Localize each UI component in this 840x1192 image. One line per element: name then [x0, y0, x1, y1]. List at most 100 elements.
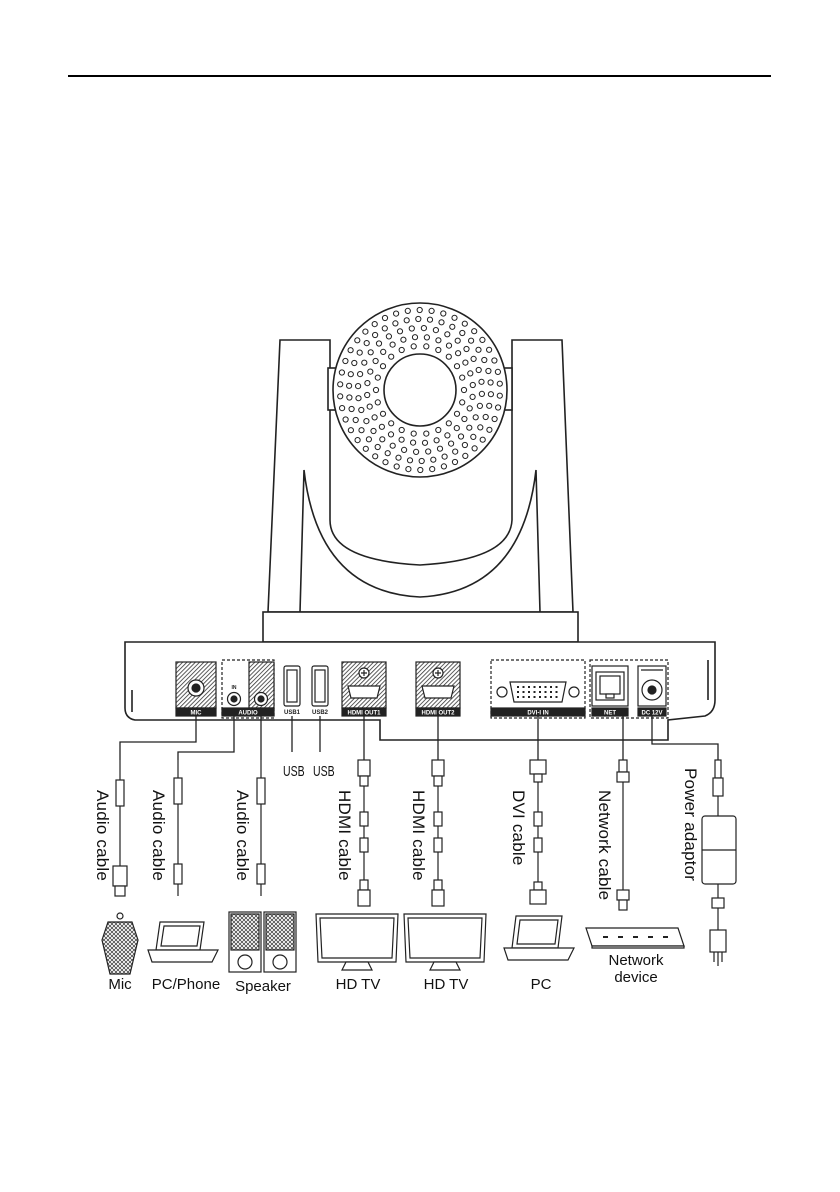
dvi-pin — [556, 696, 558, 698]
dvi-pin — [550, 691, 552, 693]
lens-ring-hole — [462, 321, 467, 326]
lens-ring-hole — [454, 364, 459, 369]
lens-ring-hole — [452, 315, 457, 320]
net-port[interactable]: NET — [592, 666, 628, 717]
lens-ring-hole — [338, 394, 343, 399]
pc-phone-laptop-icon — [148, 922, 218, 962]
lens-ring-hole — [424, 344, 429, 349]
lens-ring-hole — [492, 358, 497, 363]
lens-ring-hole — [380, 411, 385, 416]
hdmi-out1-port[interactable]: HDMI OUT1 — [342, 662, 386, 717]
lens-ring-hole — [487, 427, 492, 432]
lens-ring-hole — [373, 358, 378, 363]
lens-ring-hole — [362, 360, 367, 365]
lens-ring-hole — [467, 406, 472, 411]
lens-ring-hole — [375, 400, 380, 405]
network-cable — [617, 760, 629, 910]
lens-ring-hole — [347, 395, 352, 400]
audio-cable-3 — [257, 760, 265, 896]
hdmi-out2-port[interactable]: HDMI OUT2 — [416, 662, 460, 717]
audio-in-label: IN — [232, 685, 237, 691]
lens-ring-hole — [371, 428, 376, 433]
lens-ring-hole — [480, 437, 485, 442]
lens-ring-hole — [418, 467, 423, 472]
lens-ring-hole — [389, 421, 394, 426]
audio-cable-2 — [174, 760, 182, 896]
lens-ring-hole — [339, 370, 344, 375]
lens-ring-hole — [441, 311, 446, 316]
lens-ring-hole — [497, 381, 502, 386]
dvi-pin — [545, 696, 547, 698]
lens-ring-hole — [469, 338, 474, 343]
power-adaptor-label: Power adaptor — [680, 768, 700, 881]
lens-ring-hole — [460, 330, 465, 335]
dvi-pin — [539, 691, 541, 693]
lens-ring-hole — [416, 316, 421, 321]
lens-ring-hole — [340, 406, 345, 411]
lens-ring-hole — [450, 324, 455, 329]
lens-ring-hole — [442, 454, 447, 459]
mic-port-label: MIC — [191, 711, 203, 717]
lens-ring-hole — [488, 392, 493, 397]
hdmi-out2-label: HDMI OUT2 — [422, 711, 456, 717]
lens-ring-hole — [412, 335, 417, 340]
lens-ring-hole — [463, 453, 468, 458]
dvi-pin — [539, 686, 541, 688]
hdtv-1-icon — [316, 914, 398, 970]
lens-ring-hole — [385, 451, 390, 456]
hdmi-cable-2 — [432, 760, 444, 906]
lens-ring-hole — [492, 416, 497, 421]
lens-ring-hole — [359, 428, 364, 433]
lens-ring-hole — [462, 416, 467, 421]
lens-ring-hole — [487, 403, 492, 408]
dvi-pin — [528, 696, 530, 698]
lens-ring-hole — [382, 326, 387, 331]
dvi-in-port[interactable]: DVI-I IN — [491, 660, 585, 718]
hdtv-2-device-label: HD TV — [408, 976, 484, 993]
lens-ring-hole — [347, 383, 352, 388]
lens-ring-hole — [394, 464, 399, 469]
usb-2-label: USB — [313, 763, 335, 780]
lens-ring-hole — [433, 328, 438, 333]
lens-ring-hole — [411, 440, 416, 445]
lens-ring-hole — [488, 380, 493, 385]
lens-ring-hole — [373, 454, 378, 459]
lens-ring-hole — [348, 372, 353, 377]
lens-ring-hole — [364, 419, 369, 424]
dvi-pin — [556, 686, 558, 688]
dvi-pin — [523, 696, 525, 698]
lens-ring-hole — [483, 414, 488, 419]
lens-ring-hole — [376, 341, 381, 346]
lens-ring-hole — [372, 415, 377, 420]
lens-ring-hole — [389, 354, 394, 359]
lens-ring-hole — [470, 394, 475, 399]
lens-ring-hole — [375, 375, 380, 380]
dvi-pin — [545, 691, 547, 693]
lens-ring-hole — [452, 459, 457, 464]
lens-ring-hole — [359, 407, 364, 412]
lens-ring-hole — [480, 337, 485, 342]
usb-1-label: USB — [283, 763, 305, 780]
lens-ring-hole — [476, 347, 481, 352]
lens-ring-hole — [356, 396, 361, 401]
lens-ring-hole — [373, 387, 378, 392]
lens-ring-hole — [404, 318, 409, 323]
dvi-cable — [530, 760, 546, 904]
lens-ring-hole — [424, 335, 429, 340]
mic-port[interactable]: MIC — [176, 662, 216, 717]
mic-device-icon — [102, 913, 138, 974]
audio-ports[interactable]: IN AUDIO — [222, 660, 274, 718]
usb2-port-label: USB2 — [312, 710, 329, 716]
lens-ring-hole — [343, 358, 348, 363]
mic-device-label: Mic — [96, 976, 144, 993]
lens-ring-hole — [478, 425, 483, 430]
dvi-pin — [523, 691, 525, 693]
dvi-pin — [528, 691, 530, 693]
dvi-pin — [539, 696, 541, 698]
lens-ring-hole — [348, 428, 353, 433]
lens-ring-hole — [368, 350, 373, 355]
lens-ring-hole — [482, 357, 487, 362]
dc-power-port[interactable]: DC 12V — [638, 666, 666, 717]
lens-ring-hole — [352, 360, 357, 365]
pc-laptop-icon — [504, 916, 574, 960]
